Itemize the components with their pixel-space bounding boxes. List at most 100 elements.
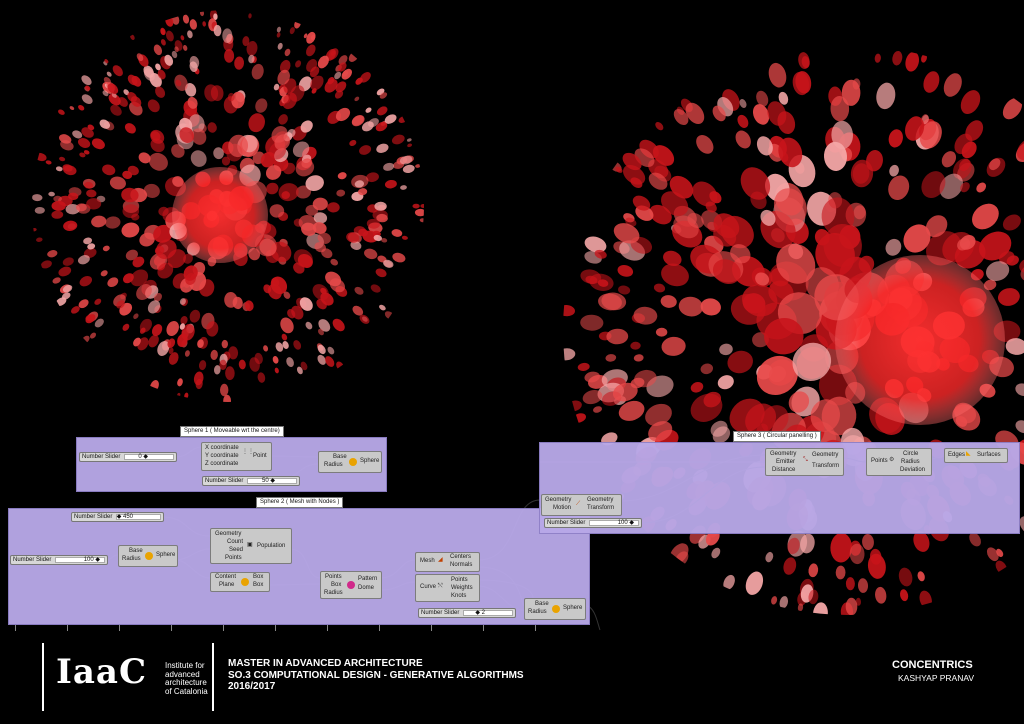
xyz-icon: ⋮⋮ [242,449,254,455]
sphere-disc [293,340,302,350]
sphere-disc [89,332,97,339]
sphere-disc [121,187,139,203]
number-slider-count[interactable]: Number Slider ◆ 450 [71,512,164,522]
sphere-disc [279,59,291,74]
sphere-disc [700,363,714,375]
sphere-disc [327,346,335,355]
output-sphere: Sphere [156,552,176,558]
input-base: Base [333,454,347,460]
sphere-disc [292,141,310,158]
sphere-disc [179,298,186,305]
sphere-disc [246,40,258,56]
sphere-disc [310,75,324,91]
populate-geometry-component[interactable]: Geometry Count Seed Points ▣ Population [210,528,292,564]
bounding-box-component[interactable]: Content Plane Box Box [210,572,270,592]
sphere-1-component[interactable]: Base Radius Sphere [318,451,382,473]
sphere-disc [383,259,394,268]
group-sphere-2[interactable] [8,508,590,625]
dome-component[interactable]: Points Box Radius Pattern Dome [320,571,382,599]
sphere-disc [83,150,90,155]
sphere-disc [401,235,408,240]
number-slider-radius-4[interactable]: Number Slider 100 ◆ [544,518,642,528]
sphere-disc [577,362,590,371]
group-sphere-3-title: Sphere 3 ( Circular panelling ) [733,431,821,442]
sphere-disc [267,283,282,300]
output-point: Point [253,453,267,459]
sphere-disc [648,421,673,442]
sphere-disc [572,413,587,423]
sphere-disc [713,224,737,247]
sphere-disc [823,141,848,171]
sphere-disc [314,242,326,253]
sphere-disc [102,164,116,176]
sphere-disc [359,72,371,83]
slider-track[interactable] [55,557,105,563]
sphere-disc [730,293,766,325]
sphere-disc [78,299,89,309]
sphere-disc [34,206,45,214]
sphere-disc [350,241,362,250]
slider-track[interactable] [463,610,513,616]
sphere-disc [77,138,91,148]
sphere-disc [359,145,372,155]
slider-track[interactable] [589,520,639,526]
sphere-disc [995,560,1008,575]
curve-control-points-component[interactable]: Curve ⤲ Points Weights Knots [415,574,480,602]
scale-transform-component[interactable]: Geometry Emitter Distance ⤡ Geometry Tra… [765,448,844,476]
sphere-disc [112,65,123,77]
sphere-disc [407,143,413,148]
slider-name: Number Slider [421,610,460,616]
slider-track[interactable] [247,478,297,484]
sphere-3-component[interactable]: Base Radius Sphere [524,598,586,620]
sphere-disc [392,252,406,263]
sphere-disc [269,204,285,218]
boundary-surfaces-component[interactable]: Edges ◣ Surfaces [944,448,1008,463]
sphere-disc [845,597,858,615]
sphere-disc [335,81,347,93]
number-slider-radius-2[interactable]: Number Slider 100 ◆ [10,555,108,565]
sphere-disc [81,75,92,86]
scale-icon: ⤡ [803,457,808,463]
number-slider-radius-1[interactable]: Number Slider 50 ◆ [202,476,300,486]
sphere-disc [108,93,121,106]
slider-track[interactable] [124,454,174,460]
sphere-disc [358,188,368,196]
sphere-disc [35,152,47,162]
number-slider-x[interactable]: Number Slider 0 ◆ [79,452,177,462]
sphere-disc [185,83,197,97]
sphere-disc [972,203,999,230]
circle-fit-component[interactable]: Points ⚙ Circle Radius Deviation [866,448,932,476]
sphere-disc [779,596,789,609]
sphere-disc [219,383,229,397]
sphere-disc [275,342,284,352]
input-base: Base [535,601,549,607]
orient-transform-component[interactable]: Geometry Motion ⟋ Geometry Transform [541,494,622,516]
sphere-disc [703,391,722,408]
sphere-disc [317,55,329,69]
sphere-disc [150,131,161,141]
sphere-disc [299,297,313,311]
sphere-disc [188,114,205,133]
sphere-disc [300,361,308,371]
sphere-disc [960,90,981,115]
sphere-disc [917,571,925,582]
mesh-face-centers-component[interactable]: Mesh ◢ Centers Normals [415,552,480,572]
sphere-2-component[interactable]: Base Radius Sphere [118,545,178,567]
input-edges: Edges [948,452,966,458]
sphere-disc [921,54,927,63]
sphere-disc [580,314,604,331]
slider-name: Number Slider [13,557,52,563]
sphere-disc [223,394,231,402]
sphere-disc [189,55,200,69]
sphere-disc [888,129,903,148]
institute-name: Institute for advanced architecture of C… [165,661,208,696]
point-component[interactable]: X coordinate Y coordinate Z coordinate ⋮… [201,442,272,471]
sphere-disc [153,44,163,56]
sphere-disc [160,39,166,46]
input-z: Z coordinate [205,461,239,467]
number-slider-radius-3[interactable]: Number Slider ◆ 2 [418,608,516,618]
sphere-disc [605,354,617,362]
sphere-disc [45,160,52,165]
slider-track[interactable] [116,514,161,520]
sphere-disc [739,99,747,108]
